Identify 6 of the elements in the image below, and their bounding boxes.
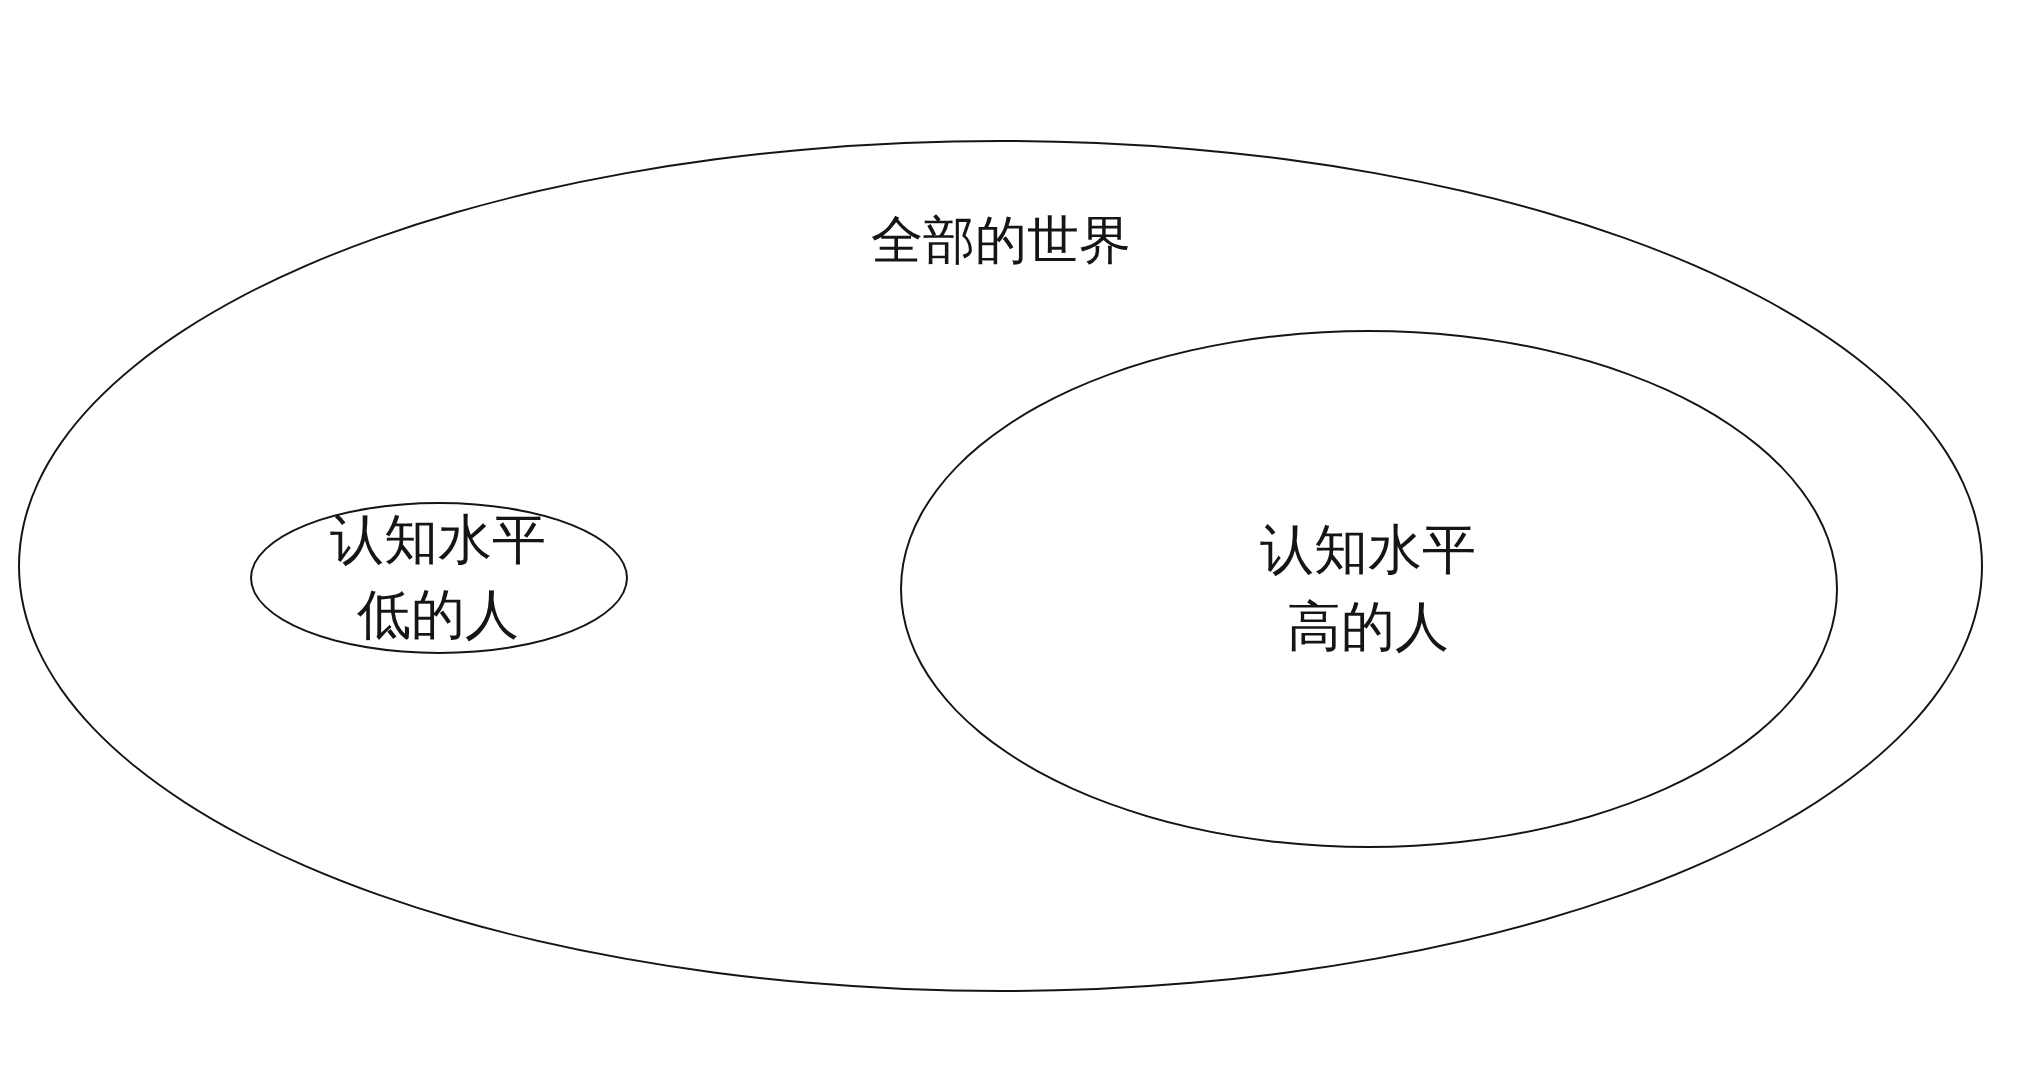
set-label: 认知水平低的人 [329,509,548,647]
set-label: 认知水平高的人 [1259,518,1478,659]
outer-set-ellipse [18,140,1983,992]
inner-set-ellipse [249,501,628,654]
inner-set-ellipse [899,329,1838,848]
set-label: 全部的世界 [870,211,1131,271]
